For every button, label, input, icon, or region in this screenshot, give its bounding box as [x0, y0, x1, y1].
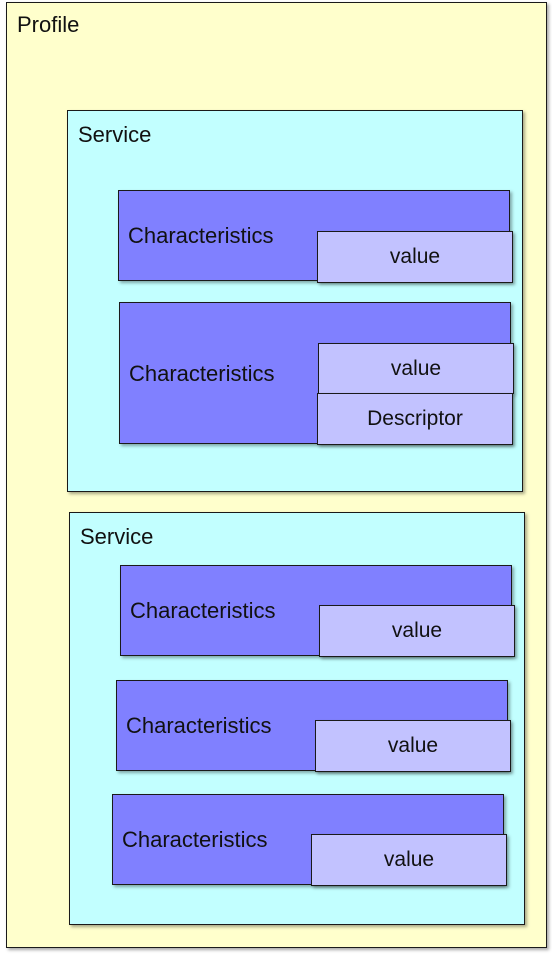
service-label-1: Service: [78, 122, 152, 147]
characteristic-label: Characteristics: [128, 223, 274, 248]
value-label: value: [387, 734, 439, 757]
value-label: value: [383, 848, 435, 871]
value-box: value: [318, 343, 514, 394]
characteristic-label: Characteristics: [122, 827, 268, 852]
characteristic-label: Characteristics: [130, 598, 276, 623]
descriptor-box: Descriptor: [317, 393, 513, 445]
value-box: value: [317, 231, 513, 283]
profile-label: Profile: [17, 12, 80, 37]
value-label: value: [389, 245, 441, 268]
characteristic-label: Characteristics: [129, 361, 275, 386]
characteristic-label: Characteristics: [126, 713, 272, 738]
value-box: value: [319, 605, 515, 657]
descriptor-label: Descriptor: [367, 407, 463, 430]
value-label: value: [391, 619, 443, 642]
value-label: value: [390, 356, 442, 380]
value-box: value: [315, 720, 511, 772]
service-label-2: Service: [80, 524, 154, 549]
value-box: value: [311, 834, 507, 886]
